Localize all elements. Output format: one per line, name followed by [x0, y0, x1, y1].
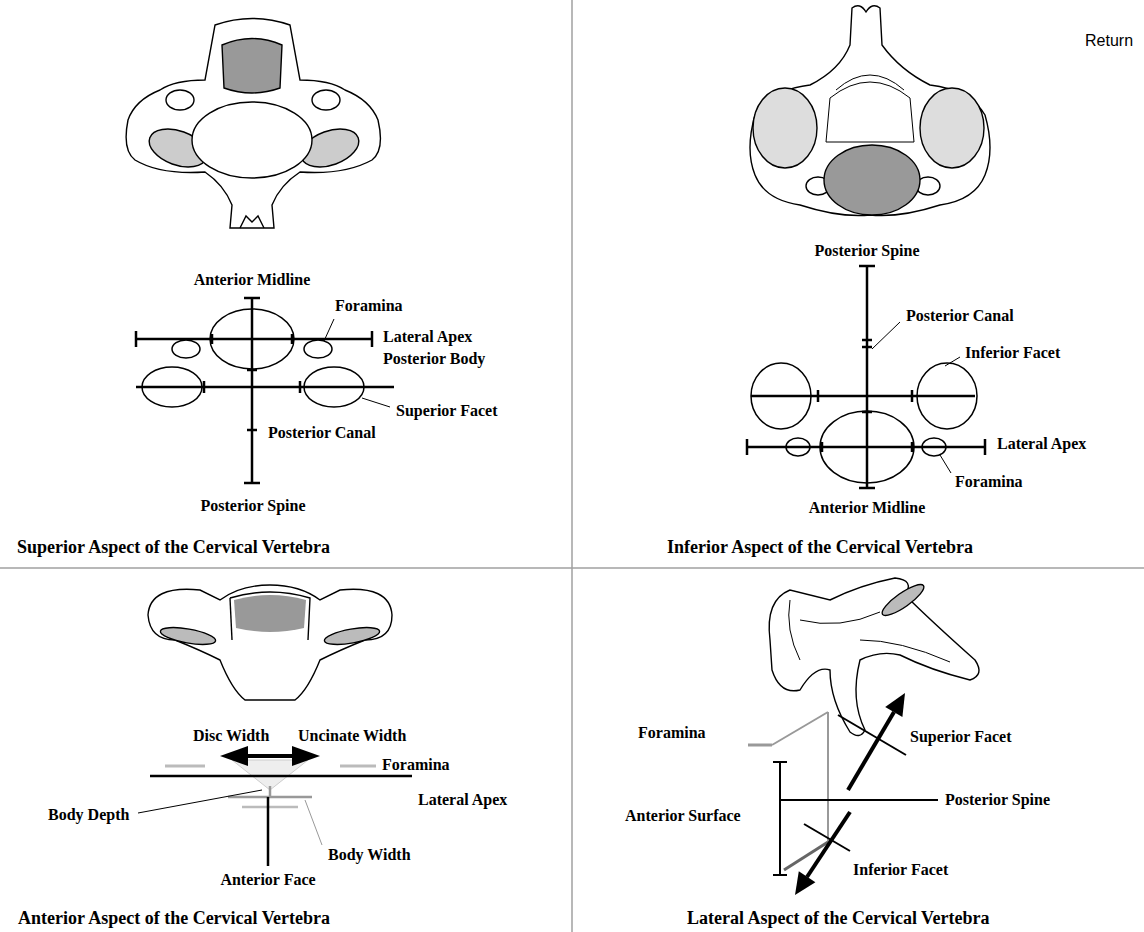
part-label: Posterior Canal — [268, 424, 376, 442]
vertebra-anterior-drawing — [148, 585, 392, 700]
part-label: Superior Facet — [396, 402, 497, 420]
part-label: Disc Width — [193, 727, 269, 745]
part-label: Inferior Facet — [853, 861, 948, 879]
part-label: Posterior Spine — [200, 497, 305, 515]
part-label: Body Depth — [48, 806, 129, 824]
anterior-schematic — [138, 746, 412, 866]
part-label: Posterior Spine — [814, 242, 919, 260]
part-label: Posterior Spine — [945, 791, 1050, 809]
part-label: Body Width — [328, 846, 411, 864]
view-title: Inferior Aspect of the Cervical Vertebra — [667, 537, 973, 558]
vertebra-superior-drawing — [126, 19, 380, 229]
view-title: Anterior Aspect of the Cervical Vertebra — [18, 908, 330, 929]
part-label: Posterior Body — [383, 350, 485, 368]
view-title: Superior Aspect of the Cervical Vertebra — [17, 537, 330, 558]
nav-link: Return — [1085, 32, 1133, 50]
superior-schematic — [136, 298, 394, 483]
part-label: Lateral Apex — [418, 791, 507, 809]
part-label: Anterior Midline — [194, 271, 311, 289]
part-label: Uncinate Width — [298, 727, 406, 745]
part-label: Anterior Surface — [625, 807, 741, 825]
view-title: Lateral Aspect of the Cervical Vertebra — [687, 908, 989, 929]
part-label: Posterior Canal — [906, 307, 1014, 325]
part-label: Foramina — [955, 473, 1023, 491]
part-label: Superior Facet — [910, 728, 1011, 746]
part-label: Foramina — [335, 297, 403, 315]
vertebra-inferior-drawing — [750, 6, 990, 216]
vertebra-lateral-drawing — [769, 578, 979, 736]
part-label: Lateral Apex — [997, 435, 1086, 453]
part-label: Lateral Apex — [383, 328, 472, 346]
inferior-schematic — [747, 266, 985, 488]
part-label: Inferior Facet — [965, 344, 1060, 362]
part-label: Foramina — [382, 756, 450, 774]
part-label: Foramina — [638, 724, 706, 742]
part-label: Anterior Midline — [809, 499, 926, 517]
part-label: Anterior Face — [220, 871, 315, 889]
